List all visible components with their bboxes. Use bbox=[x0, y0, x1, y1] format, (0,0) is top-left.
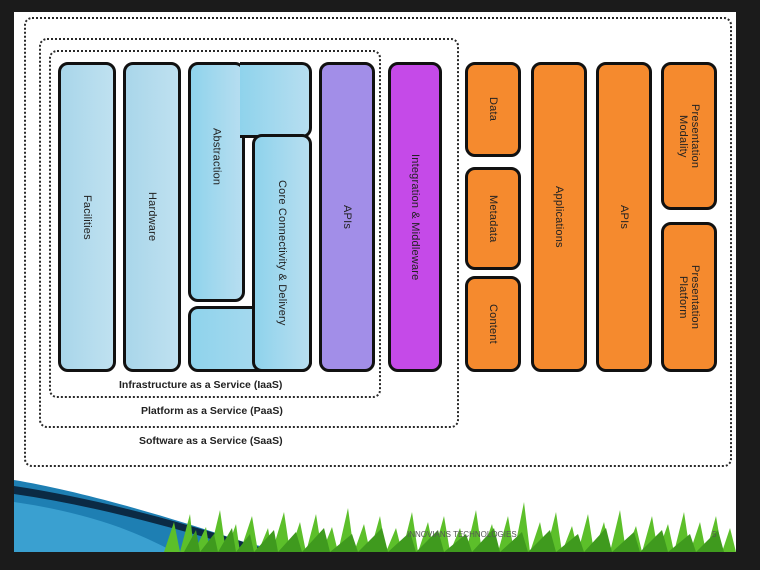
slide: Facilities Hardware Abstraction Core Con… bbox=[14, 12, 736, 552]
content-block: Content bbox=[465, 276, 521, 372]
footer-page-number: 5 bbox=[712, 530, 717, 539]
presentation-platform-block: Presentation Platform bbox=[661, 222, 717, 372]
apis-left-block: APIs bbox=[319, 62, 375, 372]
abstraction-label: Abstraction bbox=[210, 128, 223, 186]
content-label: Content bbox=[487, 304, 499, 344]
paas-boundary bbox=[39, 38, 459, 428]
saas-label: Software as a Service (SaaS) bbox=[139, 435, 283, 447]
core-connectivity-label: Core Connectivity & Delivery bbox=[276, 180, 288, 326]
integration-middleware-block: Integration & Middleware bbox=[388, 62, 442, 372]
hardware-block: Hardware bbox=[123, 62, 181, 372]
metadata-label: Metadata bbox=[487, 194, 499, 243]
grass-decoration bbox=[14, 480, 736, 552]
abstraction-block: Abstraction bbox=[188, 62, 245, 302]
facilities-label: Facilities bbox=[81, 194, 93, 240]
iaas-label: Infrastructure as a Service (IaaS) bbox=[119, 379, 283, 391]
paas-label: Platform as a Service (PaaS) bbox=[141, 405, 283, 417]
data-label: Data bbox=[487, 97, 499, 122]
facilities-block: Facilities bbox=[58, 62, 116, 372]
saas-boundary bbox=[24, 17, 732, 467]
metadata-block: Metadata bbox=[465, 167, 521, 270]
apis-right-label: APIs bbox=[618, 204, 630, 230]
presentation-modality-label: Presentation Modality bbox=[677, 103, 701, 169]
abstraction-top-extension bbox=[240, 62, 312, 138]
applications-block: Applications bbox=[531, 62, 587, 372]
applications-label: Applications bbox=[553, 186, 565, 248]
presentation-modality-block: Presentation Modality bbox=[661, 62, 717, 210]
hardware-label: Hardware bbox=[146, 192, 158, 242]
presentation-platform-label: Presentation Platform bbox=[677, 264, 701, 330]
apis-right-block: APIs bbox=[596, 62, 652, 372]
apis-left-label: APIs bbox=[341, 204, 353, 230]
integration-middleware-label: Integration & Middleware bbox=[409, 153, 421, 281]
core-connectivity-block: Core Connectivity & Delivery bbox=[252, 134, 312, 372]
iaas-boundary bbox=[49, 50, 381, 398]
data-block: Data bbox=[465, 62, 521, 157]
footer-company: INNOVIANS TECHNOLOGIES bbox=[407, 530, 517, 539]
